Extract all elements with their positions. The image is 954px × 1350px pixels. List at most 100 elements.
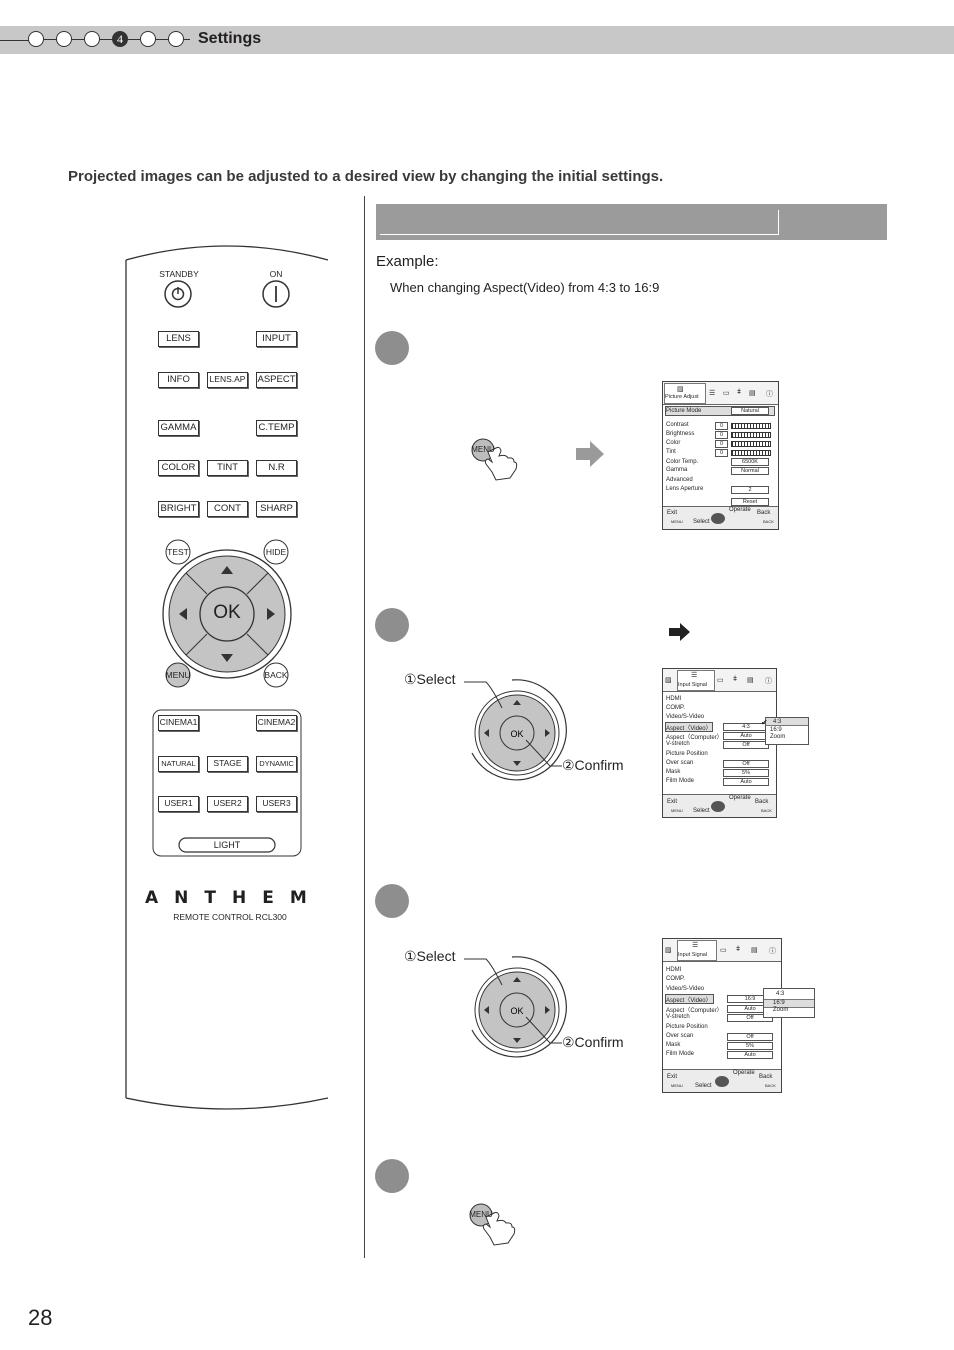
contrast-slider	[731, 423, 771, 429]
remote-control: STANDBY ON LENS INPUT INFO LENS.AP ASPEC…	[125, 240, 329, 1112]
popup-option-4-3: 4:3	[773, 719, 782, 725]
lens-button[interactable]: LENS	[158, 331, 199, 347]
dynamic-button[interactable]: DYNAMIC	[256, 756, 297, 772]
mask-value: 5%	[723, 769, 769, 777]
input-signal-icon: ☰	[692, 942, 699, 949]
hand-press-icon	[469, 1203, 516, 1246]
user1-button[interactable]: USER1	[158, 796, 199, 812]
aspect-button[interactable]: ASPECT	[256, 372, 297, 388]
exit-key: MENU	[671, 808, 683, 813]
osd-nav-icon	[715, 1076, 729, 1087]
popup-option-16-9: 16:9	[770, 727, 782, 733]
osd-selected-row	[665, 406, 775, 416]
remote-model-label: REMOTE CONTROL RCL300	[173, 912, 287, 922]
intro-text: Projected images can be adjusted to a de…	[68, 168, 664, 185]
header-title: Settings	[198, 30, 262, 47]
osd-row-comp: COMP.	[666, 976, 685, 982]
osd-footer: Exit MENU Operate Select Back BACK	[663, 794, 776, 817]
stage-button[interactable]: STAGE	[207, 756, 248, 772]
osd-row-tint: Tint	[666, 449, 676, 455]
picture-mode-value: Natural	[731, 407, 769, 415]
input-signal-icon: ☰	[691, 672, 698, 679]
light-button[interactable]: LIGHT	[213, 840, 241, 850]
lens-ap-button[interactable]: LENS.AP	[207, 372, 248, 388]
gamma-button[interactable]: GAMMA	[158, 420, 199, 436]
v-stretch-value: Off	[727, 1014, 773, 1022]
user2-button[interactable]: USER2	[207, 796, 248, 812]
brand-logo: ANTHEM	[145, 888, 323, 908]
select-label: Select	[693, 519, 710, 525]
osd-nav-icon	[711, 513, 725, 524]
standby-label: STANDBY	[159, 269, 199, 279]
osd-row-video: Video/S-Video	[666, 714, 705, 720]
osd-row-mask: Mask	[666, 1042, 681, 1048]
gamma-value: Normal	[731, 467, 769, 475]
exit-label: Exit	[667, 510, 678, 516]
display-icon: ▤	[749, 390, 756, 397]
back-label: Back	[755, 799, 769, 805]
film-mode-value: Auto	[723, 778, 769, 786]
popup-highlight	[766, 718, 808, 726]
function-icon: ǂ	[737, 389, 742, 396]
cinema1-button[interactable]: CINEMA1	[158, 715, 199, 731]
chapter-step-1	[28, 31, 44, 47]
osd-row-hdmi: HDMI	[666, 967, 682, 973]
info-icon: ⓘ	[765, 678, 772, 685]
osd-row-picture-mode: Picture Mode	[666, 408, 702, 414]
menu-press-illustration: MENU	[466, 434, 522, 482]
remote-outline	[125, 245, 329, 1110]
c-temp-button[interactable]: C.TEMP	[256, 420, 297, 436]
on-label: ON	[269, 269, 283, 279]
brightness-slider	[731, 432, 771, 438]
test-button[interactable]: TEST	[167, 547, 189, 557]
chapter-step-5	[140, 31, 156, 47]
back-key: BACK	[765, 1083, 776, 1088]
step-3-marker	[375, 884, 409, 918]
back-button[interactable]: BACK	[264, 670, 288, 680]
natural-button[interactable]: NATURAL	[158, 756, 199, 772]
column-divider	[364, 196, 365, 1258]
nr-button[interactable]: N.R	[256, 460, 297, 476]
menu-press-illustration-final: MENU	[464, 1199, 520, 1247]
osd-row-comp: COMP.	[666, 705, 685, 711]
svg-text:OK: OK	[510, 1006, 523, 1016]
ok-button[interactable]: OK	[213, 602, 241, 623]
installation-icon: ▭	[717, 677, 724, 684]
osd-picture-adjust: Picture Adjust ▨ ☰ ▭ ǂ ▤ ⓘ Picture Mode …	[662, 381, 779, 530]
aspect-options-popup-step3: 4:3 16:9 Zoom	[763, 988, 815, 1018]
color-value: 0	[715, 440, 728, 448]
section-title-bar	[376, 204, 887, 240]
osd-tab-active	[664, 383, 706, 404]
cinema2-button[interactable]: CINEMA2	[256, 715, 297, 731]
cont-button[interactable]: CONT	[207, 501, 248, 517]
popup-highlight	[764, 999, 814, 1008]
osd-row-aspect-video: Aspect（Video）	[666, 998, 712, 1004]
aspect-computer-value: Auto	[723, 732, 769, 740]
color-button[interactable]: COLOR	[158, 460, 199, 476]
hand-press-icon	[471, 438, 518, 481]
osd-row-v-stretch: V-stretch	[666, 1014, 690, 1020]
page-number: 28	[28, 1305, 53, 1330]
bright-button[interactable]: BRIGHT	[158, 501, 199, 517]
tint-button[interactable]: TINT	[207, 460, 248, 476]
picture-icon: ▨	[677, 386, 684, 393]
step3-dpad-illustration: OK	[464, 956, 567, 1058]
osd-row-mask: Mask	[666, 769, 681, 775]
back-key: BACK	[761, 808, 772, 813]
user3-button[interactable]: USER3	[256, 796, 297, 812]
step2-confirm-label: ②Confirm	[562, 757, 624, 773]
standby-button[interactable]	[165, 281, 191, 307]
v-stretch-value: Off	[723, 741, 769, 749]
function-icon: ǂ	[733, 676, 738, 683]
osd-tab-bar: Picture Adjust ▨ ☰ ▭ ǂ ▤ ⓘ	[663, 382, 778, 405]
over-scan-value: Off	[723, 760, 769, 768]
osd-row-picture-position: Picture Position	[666, 1024, 708, 1030]
osd-row-v-stretch: V-stretch	[666, 741, 690, 747]
on-button[interactable]	[263, 281, 289, 307]
input-button[interactable]: INPUT	[256, 331, 297, 347]
sharp-button[interactable]: SHARP	[256, 501, 297, 517]
hide-button[interactable]: HIDE	[265, 547, 287, 557]
osd-row-color-temp: Color Temp.	[666, 459, 699, 465]
menu-button[interactable]: MENU	[165, 670, 191, 680]
info-button[interactable]: INFO	[158, 372, 199, 388]
